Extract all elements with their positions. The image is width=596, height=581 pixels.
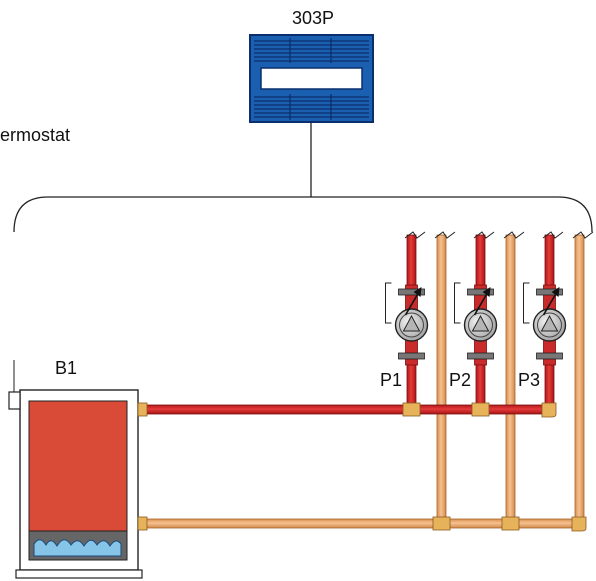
control-303p: 303P [249, 8, 374, 197]
arrow-up-icon [482, 287, 491, 297]
pump-flange-bottom [536, 352, 563, 360]
pump-valve-bracket [454, 282, 461, 324]
supply-main [145, 404, 553, 415]
boiler-sensor [8, 391, 21, 410]
return-tee-1 [432, 516, 451, 531]
pump-flange-top [536, 288, 563, 296]
supply-elbow [541, 402, 557, 418]
boiler-b1: B1 [8, 358, 143, 579]
control-vents-top [254, 38, 369, 63]
pump-triangle-icon [471, 314, 490, 332]
return-riser-2 [505, 234, 516, 522]
return-boiler-fitting [137, 516, 148, 531]
supply-tee-2 [471, 402, 490, 417]
pump-ring [537, 312, 562, 338]
pump-arrow-shaft [473, 290, 490, 316]
wiring-brace [13, 196, 593, 233]
return-tee-2 [501, 516, 520, 531]
boiler-heat-exchanger [28, 400, 128, 532]
pump-arrow-shaft [542, 290, 559, 316]
arrow-up-icon [413, 287, 422, 297]
pipe-break-marks [404, 231, 594, 239]
pump-label-p1: P1 [380, 370, 402, 390]
supply-tee-1 [402, 402, 421, 417]
return-riser-3 [574, 234, 585, 522]
pump-triangle-icon [540, 314, 559, 332]
pump-p1 [385, 282, 429, 366]
flame-icon [33, 539, 122, 557]
pump-flange-bottom [467, 352, 494, 360]
pump-label-p2: P2 [449, 370, 471, 390]
control-label: 303P [292, 8, 334, 28]
return-riser-1 [436, 234, 447, 522]
pump-flange-top [398, 288, 425, 296]
thermostat-label: ermostat [0, 125, 70, 145]
pump-flange-bottom [398, 352, 425, 360]
control-display [260, 67, 363, 90]
pump-p3 [523, 282, 567, 366]
pump-flange-top [467, 288, 494, 296]
pump-p2 [454, 282, 498, 366]
supply-boiler-fitting [137, 402, 148, 417]
return-piping [137, 234, 587, 532]
pump-arrow-shaft [404, 290, 421, 316]
pump-valve-bracket [385, 282, 392, 324]
circulator-pumps [385, 282, 567, 366]
boiler-base [15, 569, 143, 579]
pump-triangle-icon [402, 314, 421, 332]
pump-ring [399, 312, 424, 338]
boiler-label: B1 [55, 358, 77, 378]
arrow-up-icon [551, 287, 560, 297]
pump-label-p3: P3 [518, 370, 540, 390]
pump-ring [468, 312, 493, 338]
return-elbow [571, 516, 587, 532]
control-vents-bottom [254, 94, 369, 120]
pump-valve-bracket [523, 282, 530, 324]
